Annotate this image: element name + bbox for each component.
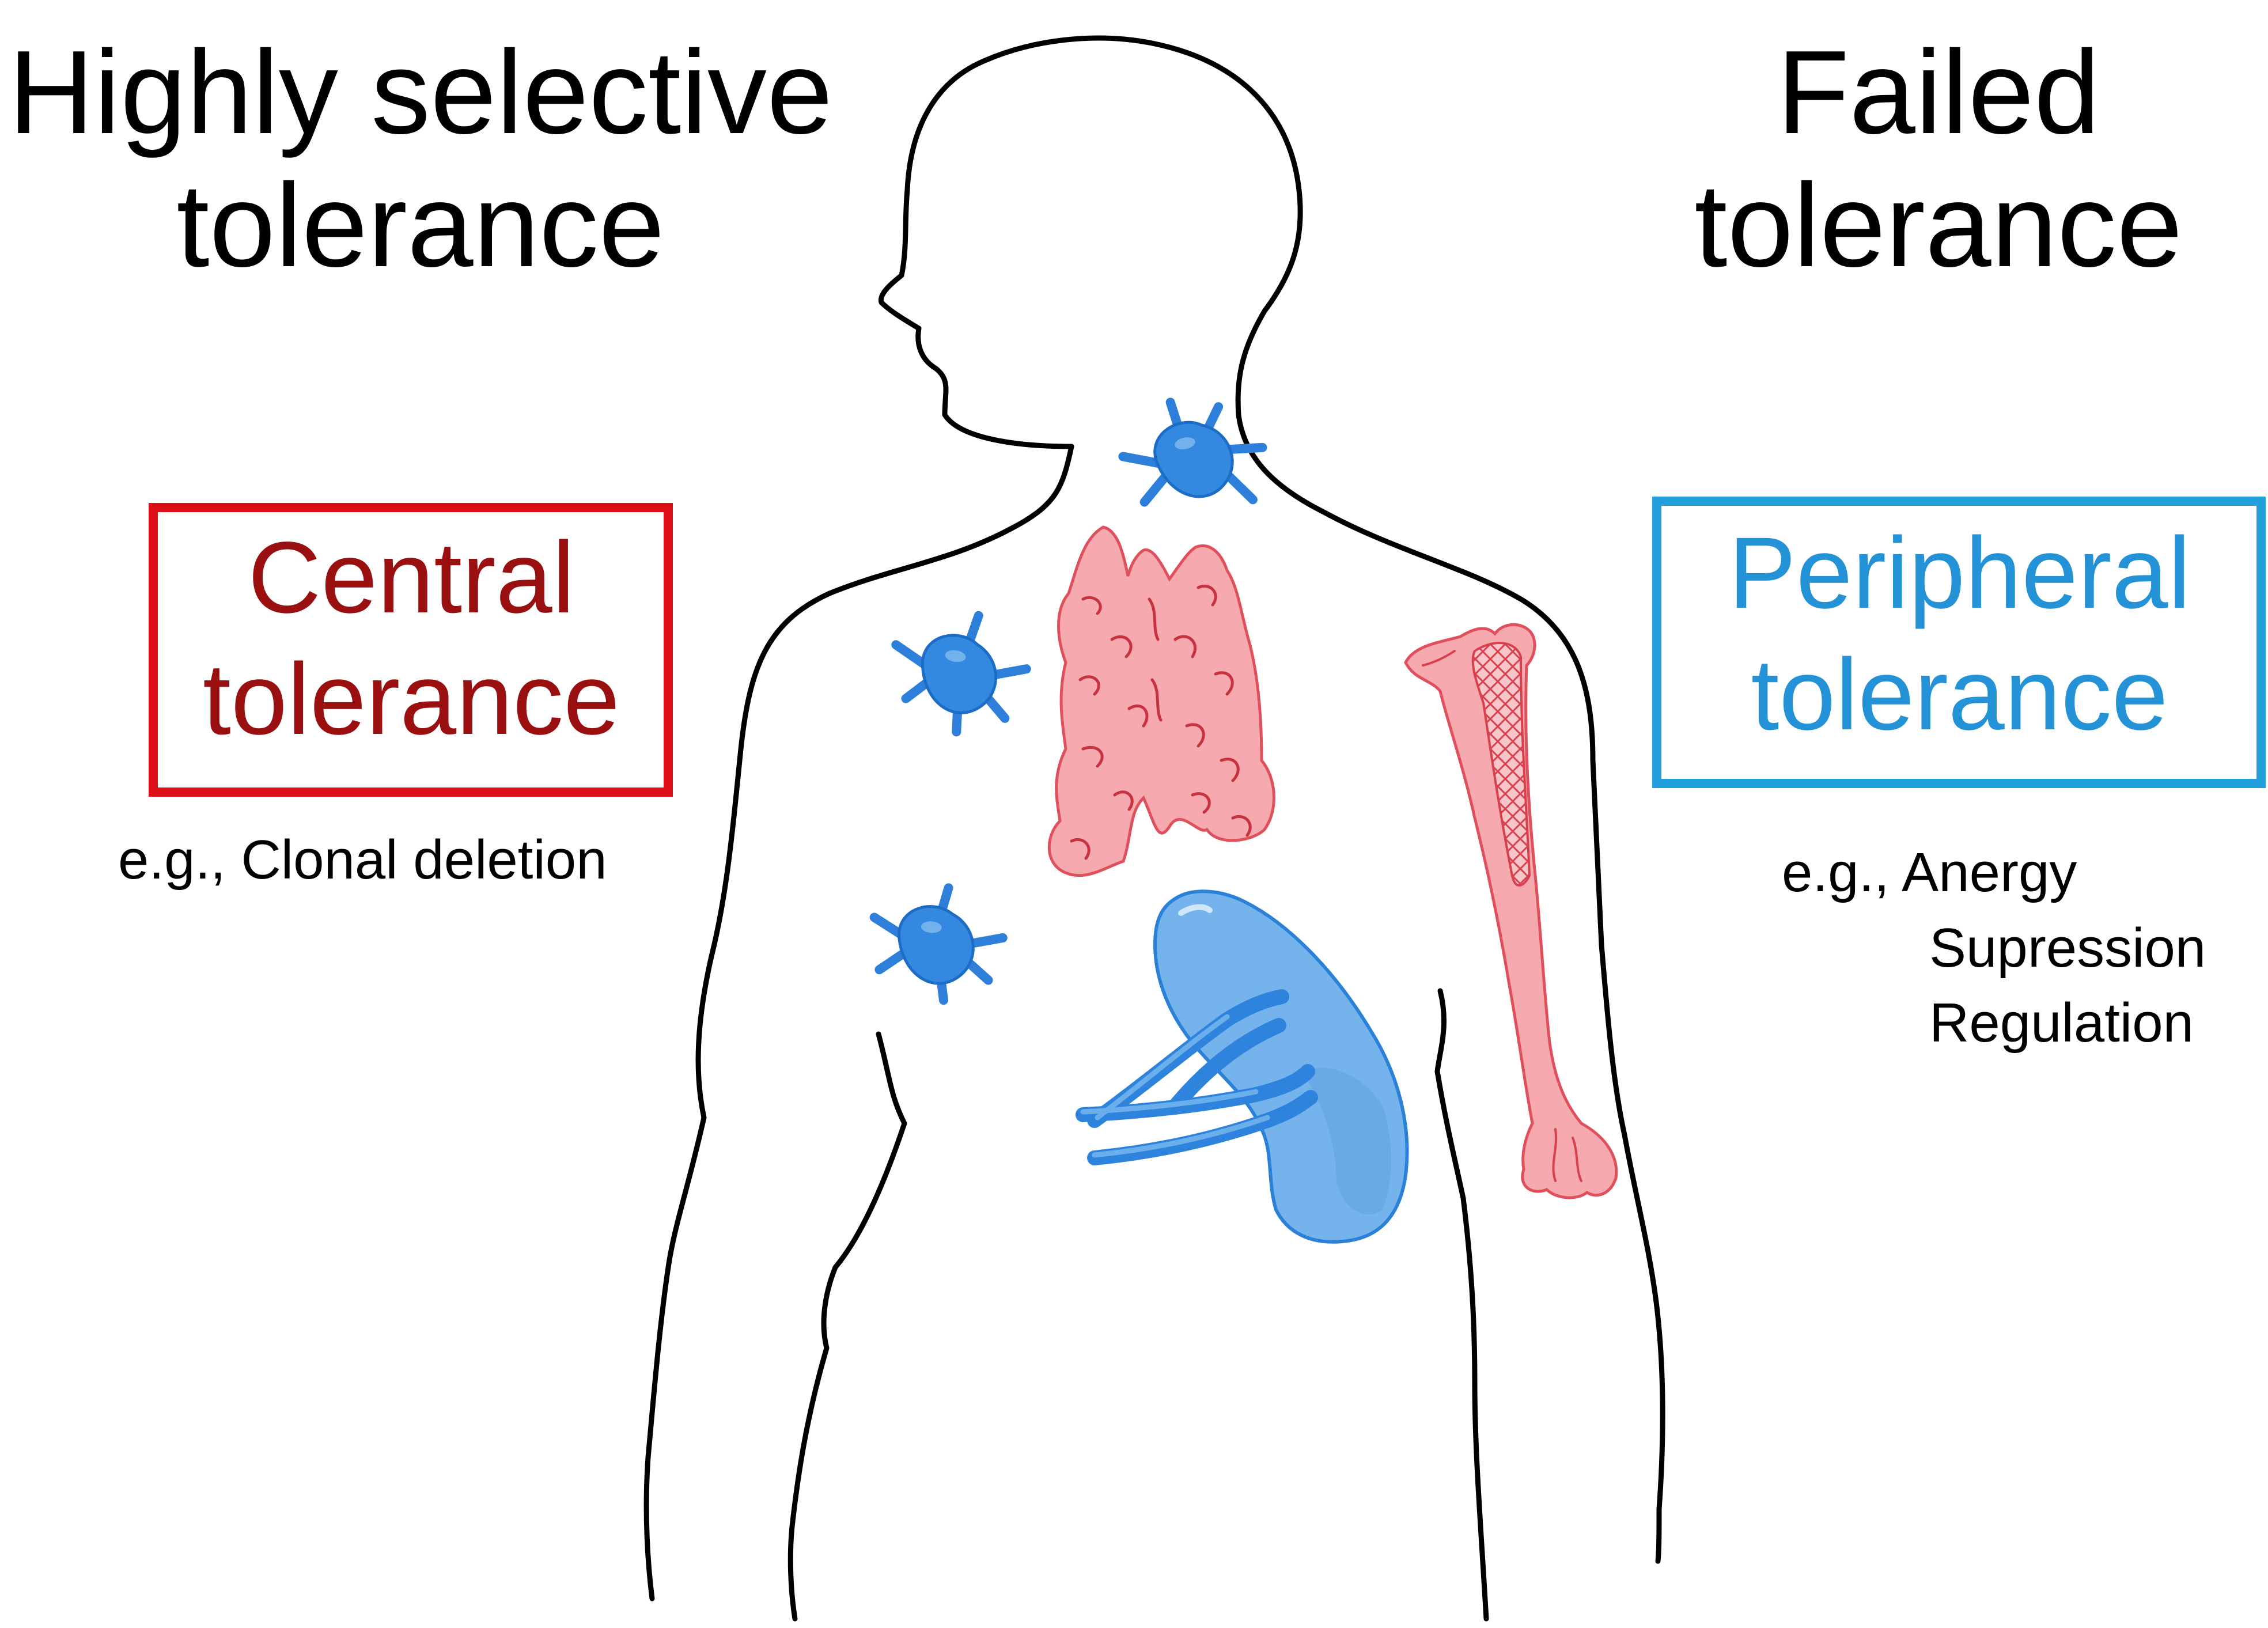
central-label-line2: tolerance (202, 643, 620, 756)
left-heading-line1: Highly selective (8, 26, 833, 158)
peripheral-tolerance-label: Peripheral tolerance (1661, 513, 2258, 756)
peripheral-example-line1: e.g., Anergy (1782, 842, 2077, 903)
right-heading-line1: Failed (1777, 26, 2100, 158)
left-heading-line2: tolerance (176, 158, 665, 291)
peripheral-tolerance-box (1652, 497, 2266, 788)
torso-left-side (643, 444, 1074, 1602)
peripheral-example-line3: Regulation (1929, 992, 2194, 1054)
right-heading: Failed tolerance (1630, 26, 2247, 291)
lymph-node-icon (891, 611, 1031, 737)
peripheral-tolerance-examples: e.g., Anergy Supression Regulation (1782, 835, 2206, 1061)
central-example-text: e.g., Clonal deletion (118, 829, 607, 891)
thymus-icon (1047, 525, 1275, 877)
central-tolerance-example: e.g., Clonal deletion (118, 823, 607, 898)
lymph-node-icon (1118, 397, 1267, 507)
peripheral-label-line2: tolerance (1751, 638, 2168, 752)
central-tolerance-box (149, 503, 673, 797)
bone-marrow-icon (1404, 623, 1618, 1199)
right-heading-line2: tolerance (1694, 158, 2183, 291)
peripheral-label-line1: Peripheral (1728, 517, 2191, 630)
human-torso-outline-icon (643, 35, 1665, 1622)
right-arm-inner (1434, 988, 1489, 1622)
head-outline (878, 35, 1665, 1564)
central-tolerance-label: Central tolerance (158, 517, 665, 760)
lymph-node-icon (869, 883, 1008, 1005)
left-arm-inner (787, 1031, 907, 1622)
spleen-icon (1076, 889, 1409, 1244)
central-label-line1: Central (248, 521, 575, 634)
peripheral-example-line2: Supression (1929, 917, 2206, 979)
left-heading: Highly selective tolerance (0, 26, 841, 291)
